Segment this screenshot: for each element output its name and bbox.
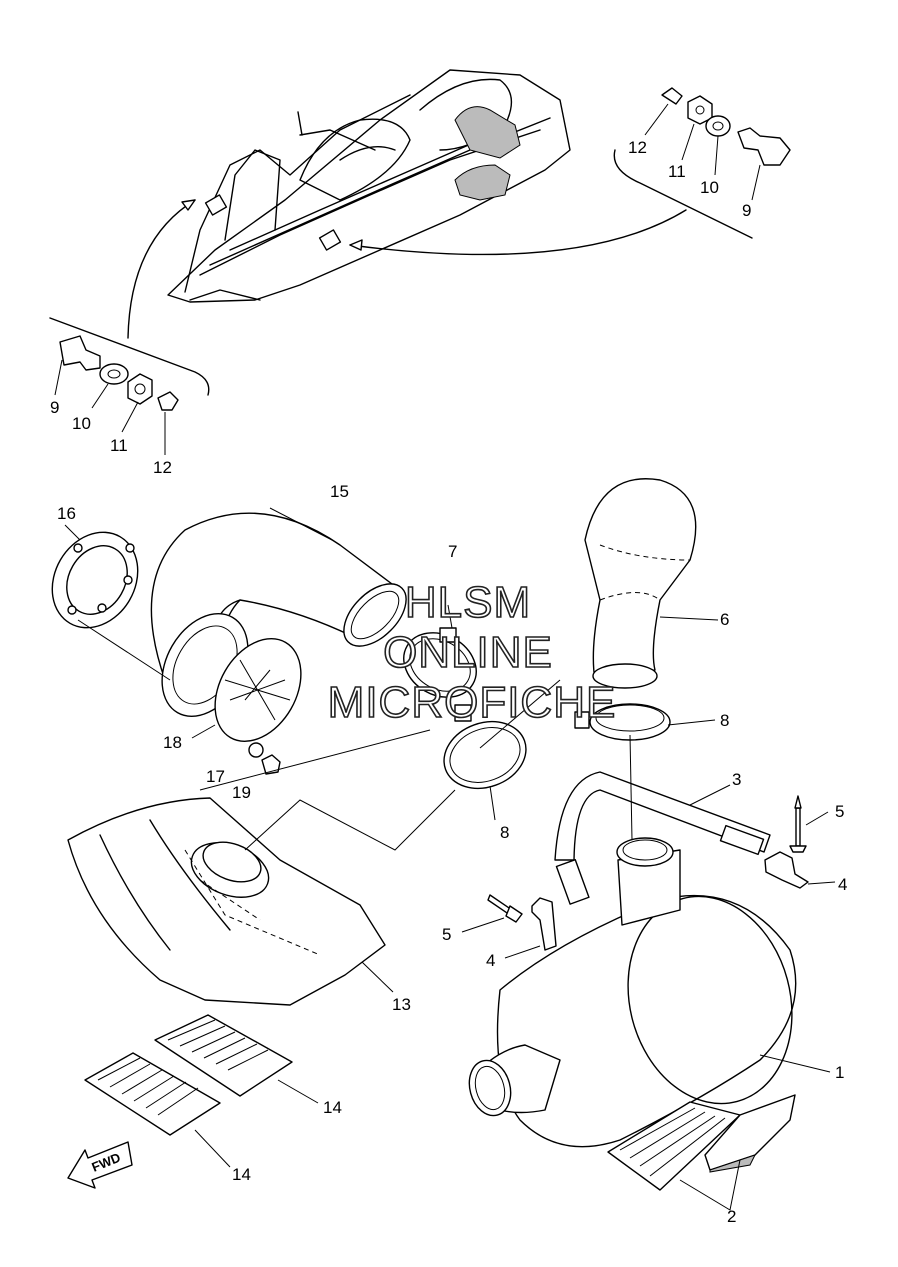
pointer-arrow-left (127, 199, 196, 339)
callout-1: 1 (835, 1063, 844, 1082)
callout-9-right: 9 (742, 201, 751, 220)
ring-16 (51, 524, 139, 629)
watercraft-hull (167, 69, 571, 303)
watermark-line-3: MICROFICHE (328, 678, 617, 727)
callout-10-left: 10 (72, 414, 91, 433)
callout-9-left: 9 (50, 398, 59, 417)
callout-2: 2 (727, 1207, 736, 1226)
watermark-line-1: HLSM (405, 578, 531, 627)
washer-17 (248, 742, 264, 758)
callout-15: 15 (330, 482, 349, 501)
callout-4-left: 4 (486, 951, 495, 970)
callout-12-right: 12 (628, 138, 647, 157)
callout-13: 13 (392, 995, 411, 1014)
callout-17: 17 (206, 767, 225, 786)
bracket-4-left (461, 894, 557, 959)
callout-11-left: 11 (110, 436, 128, 455)
nut-19 (261, 754, 281, 775)
callout-18: 18 (163, 733, 182, 752)
watermark-line-2: ONLINE (383, 628, 553, 677)
clamp-8-left (443, 704, 527, 821)
callout-3: 3 (732, 770, 741, 789)
clamp-8-right (574, 703, 716, 741)
fwd-arrow-icon: FWD (67, 1141, 133, 1189)
callout-6: 6 (720, 610, 729, 629)
fastener-group-right (644, 87, 791, 201)
callout-10-right: 10 (700, 178, 719, 197)
duct-6 (584, 478, 719, 689)
callout-5-left: 5 (442, 925, 451, 944)
callout-11-right: 11 (668, 162, 686, 181)
footpads-14 (84, 1014, 319, 1168)
pads-2 (607, 1094, 796, 1211)
muffler-1 (468, 837, 831, 1148)
callout-7: 7 (448, 542, 457, 561)
clamp-7 (403, 604, 477, 698)
pointer-arrow-right (349, 209, 687, 256)
callout-12-left: 12 (153, 458, 172, 477)
callout-8-left: 8 (500, 823, 509, 842)
callout-4-right: 4 (838, 875, 847, 894)
flange-18 (77, 613, 302, 742)
bracket-4-right (764, 795, 836, 889)
strap-3 (554, 771, 771, 905)
cover-13 (67, 797, 394, 1006)
callout-16: 16 (57, 504, 76, 523)
callout-14-upper: 14 (323, 1098, 342, 1117)
callout-5-right: 5 (835, 802, 844, 821)
fastener-group-left (54, 335, 179, 455)
watermark: HLSM ONLINE MICROFICHE (327, 577, 617, 728)
callout-8-right: 8 (720, 711, 729, 730)
callout-14-lower: 14 (232, 1165, 251, 1184)
callout-19: 19 (232, 783, 251, 802)
